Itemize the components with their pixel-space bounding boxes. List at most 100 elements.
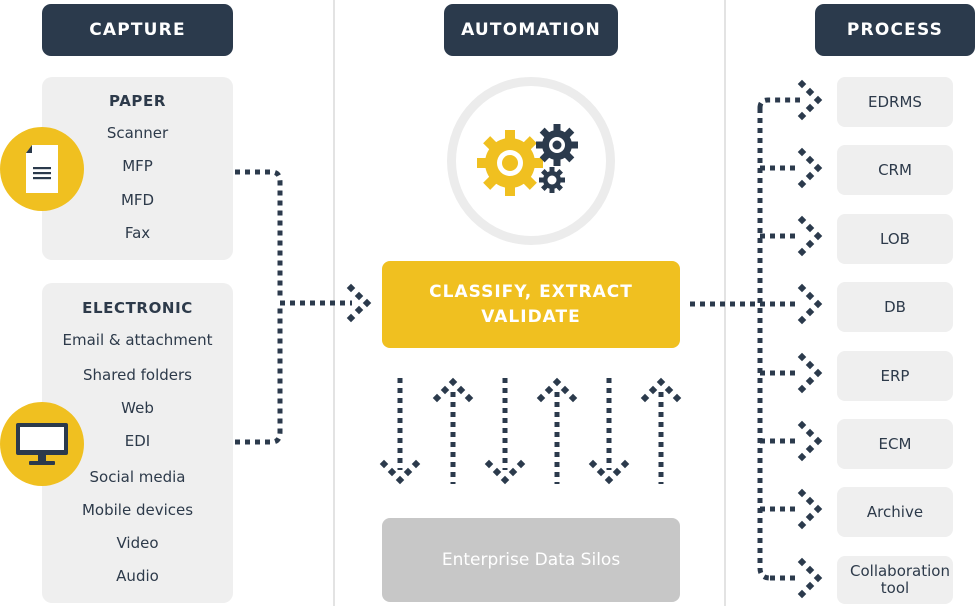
process-arrowhead <box>797 420 807 430</box>
process-branch-edrms <box>757 97 800 109</box>
target-collaboration-tool-label: Collaboration tool <box>850 562 950 597</box>
paper-item: MFP <box>122 157 153 175</box>
paper-item: Fax <box>124 224 151 242</box>
electronic-item: Web <box>121 399 154 417</box>
classify-line-1: CLASSIFY, EXTRACT <box>429 281 633 302</box>
monitor-icon <box>0 402 84 486</box>
process-arrowhead <box>805 87 815 97</box>
down-arrowhead <box>596 467 606 477</box>
electronic-item: Video <box>116 534 159 552</box>
process-arrowhead <box>805 512 815 522</box>
electronic-title: ELECTRONIC <box>82 299 193 317</box>
process-arrowhead <box>805 444 815 454</box>
process-arrowhead <box>797 111 807 121</box>
down-arrowhead <box>620 459 630 469</box>
process-arrowhead <box>805 428 815 438</box>
process-arrowhead <box>805 239 815 249</box>
divider-left <box>333 0 335 606</box>
down-arrowhead <box>379 459 389 469</box>
divider-right <box>724 0 726 606</box>
process-arrowhead <box>805 360 815 370</box>
electronic-item: Audio <box>116 567 159 585</box>
arrowhead-to-classify <box>346 283 372 323</box>
document-icon <box>0 127 84 211</box>
down-arrowhead <box>604 475 614 485</box>
process-arrowhead <box>805 155 815 165</box>
electronic-item: EDI <box>124 432 151 450</box>
up-arrowhead <box>656 377 666 387</box>
down-arrowhead <box>411 459 421 469</box>
target-lob: LOB <box>837 214 953 264</box>
process-arrowhead <box>797 557 807 567</box>
up-arrowhead <box>648 385 658 395</box>
target-db: DB <box>837 282 953 332</box>
paper-title: PAPER <box>108 92 167 110</box>
paper-item: Scanner <box>106 124 169 142</box>
up-arrowhead <box>544 385 554 395</box>
paper-item: MFD <box>120 191 155 209</box>
down-arrowhead <box>500 475 510 485</box>
gears-ring <box>447 77 615 245</box>
up-arrowhead <box>664 385 674 395</box>
process-arrowhead <box>797 452 807 462</box>
process-arrowhead <box>797 147 807 157</box>
classify-extract-validate-box: CLASSIFY, EXTRACT VALIDATE <box>382 261 680 348</box>
electronic-item: Email & attachment <box>62 331 213 349</box>
up-arrowhead <box>640 393 650 403</box>
paper-connector <box>235 169 283 300</box>
process-arrowhead <box>797 352 807 362</box>
down-arrowhead <box>403 467 413 477</box>
up-arrowhead <box>432 393 442 403</box>
down-arrowhead <box>516 459 526 469</box>
process-arrowhead <box>813 231 823 241</box>
process-arrowhead <box>813 573 823 583</box>
down-arrowhead <box>387 467 397 477</box>
automation-header: AUTOMATION <box>444 4 618 56</box>
classify-line-2: VALIDATE <box>481 306 581 327</box>
target-ecm: ECM <box>837 419 953 469</box>
process-arrowhead <box>805 307 815 317</box>
process-arrowhead <box>805 581 815 591</box>
up-arrowhead <box>552 377 562 387</box>
electronic-item: Shared folders <box>83 366 192 384</box>
process-arrowhead <box>805 565 815 575</box>
process-arrowhead <box>813 504 823 514</box>
process-arrowhead <box>813 436 823 446</box>
capture-header: CAPTURE <box>42 4 233 56</box>
process-arrowhead <box>797 215 807 225</box>
process-arrowhead <box>805 171 815 181</box>
down-arrowhead <box>612 467 622 477</box>
process-arrowhead <box>805 291 815 301</box>
down-arrowhead <box>508 467 518 477</box>
electronic-connector <box>235 305 283 445</box>
process-arrowhead <box>805 223 815 233</box>
process-arrowhead <box>797 247 807 257</box>
process-arrowhead <box>813 163 823 173</box>
up-arrowhead <box>672 393 682 403</box>
process-arrowhead <box>813 368 823 378</box>
process-arrowhead <box>797 315 807 325</box>
target-edrms: EDRMS <box>837 77 953 127</box>
up-arrowhead <box>560 385 570 395</box>
process-arrowhead <box>797 179 807 189</box>
process-arrowhead <box>805 496 815 506</box>
process-arrowhead <box>797 488 807 498</box>
enterprise-data-silos-box: Enterprise Data Silos <box>382 518 680 602</box>
up-arrowhead <box>456 385 466 395</box>
down-arrowhead <box>492 467 502 477</box>
electronic-item: Social media <box>89 468 186 486</box>
process-arrowhead <box>813 299 823 309</box>
up-arrowhead <box>440 385 450 395</box>
process-arrowhead <box>797 589 807 599</box>
process-arrowhead <box>797 520 807 530</box>
process-arrowhead <box>797 79 807 89</box>
process-arrowhead <box>797 283 807 293</box>
down-arrowhead <box>588 459 598 469</box>
up-arrowhead <box>464 393 474 403</box>
target-erp: ERP <box>837 351 953 401</box>
process-arrowhead <box>813 95 823 105</box>
process-arrowhead <box>797 384 807 394</box>
process-trunk <box>757 108 771 581</box>
down-arrowhead <box>484 459 494 469</box>
up-arrowhead <box>568 393 578 403</box>
